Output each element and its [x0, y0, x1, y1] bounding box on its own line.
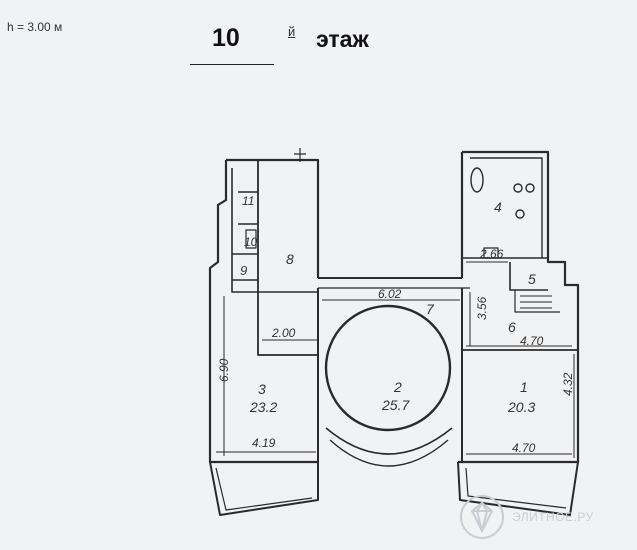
- central-hall-circle: [324, 304, 452, 432]
- right-balcony: [457, 461, 579, 516]
- room-10-id: 10: [244, 235, 258, 249]
- left-balcony: [209, 461, 319, 516]
- room-3-id: 3: [258, 381, 266, 397]
- dim-470-upper: 4.70: [520, 334, 544, 348]
- dim-602: 6.02: [378, 287, 402, 301]
- floor-header: 10 й этаж: [0, 0, 637, 80]
- dim-266: 2.66: [479, 247, 504, 261]
- floor-number: 10: [212, 24, 240, 52]
- room-7-id: 7: [426, 301, 435, 317]
- floor-suffix: й: [288, 24, 296, 39]
- room-3-area: 23.2: [249, 399, 277, 415]
- room-2-id: 2: [393, 379, 402, 395]
- room-6-id: 6: [508, 319, 516, 335]
- dim-356: 3.56: [475, 296, 489, 320]
- left-block-walls: [208, 160, 318, 464]
- dim-432: 4.32: [561, 372, 575, 396]
- diamond-logo-icon: [460, 495, 504, 539]
- room-8-id: 8: [286, 251, 294, 267]
- room-1-id: 1: [520, 379, 528, 395]
- room-5-id: 5: [528, 271, 536, 287]
- right-block-walls: [458, 150, 580, 464]
- room-2-area: 25.7: [381, 397, 410, 413]
- floor-underline: [190, 64, 274, 65]
- room-1-area: 20.3: [507, 399, 535, 415]
- dim-200: 2.00: [271, 326, 296, 340]
- watermark-text: ЭЛИТНОЕ.РУ: [512, 510, 594, 524]
- room-4-id: 4: [494, 199, 502, 215]
- room-9-id: 9: [240, 263, 247, 278]
- dim-419: 4.19: [252, 436, 276, 450]
- ceiling-height-label: h = 3.00 м: [7, 20, 63, 34]
- room-11-id: 11: [242, 194, 254, 208]
- dim-470-lower: 4.70: [512, 441, 536, 455]
- watermark: ЭЛИТНОЕ.РУ: [458, 492, 628, 542]
- dim-690: 6.90: [217, 358, 231, 382]
- floor-word: этаж: [316, 26, 369, 52]
